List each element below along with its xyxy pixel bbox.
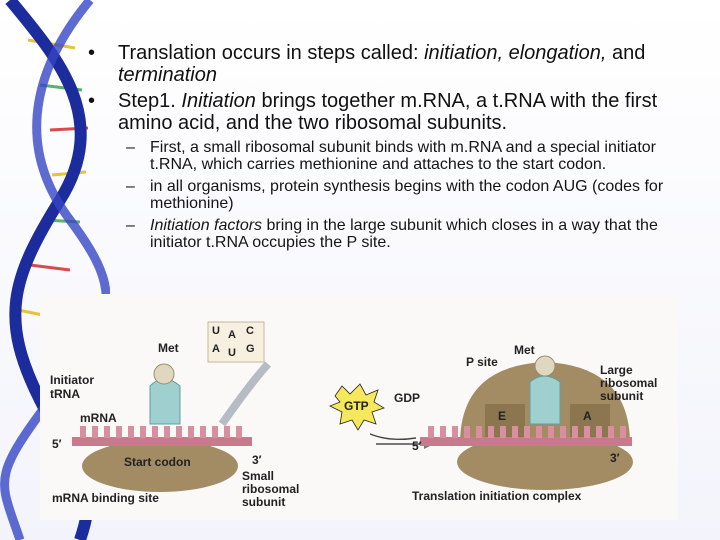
bullet-mark: • <box>88 42 96 64</box>
bullet-text: and <box>606 42 646 64</box>
bullet-emphasis: termination <box>118 64 217 86</box>
mrna-bases-right <box>428 426 626 438</box>
bullet-emphasis: initiation, elongation, <box>424 42 607 64</box>
subbullet-aug-codon: – in all organisms, protein synthesis be… <box>88 178 700 212</box>
e-site-label: E <box>498 409 506 423</box>
gdp-label: GDP <box>394 391 420 405</box>
gtp-label: GTP <box>344 399 369 413</box>
subbullet-text: First, a small ribosomal subunit binds w… <box>150 139 656 173</box>
subbullet-text: in all organisms, protein synthesis begi… <box>150 178 664 212</box>
mrna-bases-left <box>80 426 242 438</box>
subbullet-emphasis: Initiation factors <box>150 217 263 234</box>
small-subunit-label-line3: subunit <box>242 495 285 509</box>
initiator-trna-right-shape <box>529 375 561 425</box>
initiator-trna-shape <box>149 378 181 425</box>
subbullet-initiation-factors: – Initiation factors bring in the large … <box>88 217 700 251</box>
a-site-label: A <box>583 409 592 423</box>
dash-mark: – <box>126 217 135 234</box>
p-site-label: P site <box>466 355 498 369</box>
mrna-binding-site-label: mRNA binding site <box>52 491 159 505</box>
bullet-translation-steps: • Translation occurs in steps called: in… <box>88 42 700 86</box>
dash-mark: – <box>126 178 135 195</box>
bullet-mark: • <box>88 90 96 112</box>
large-subunit-label-line2: ribosomal <box>600 376 657 390</box>
met-label-right: Met <box>514 343 535 357</box>
subbullet-text: bring in the large subunit which closes … <box>150 217 658 251</box>
figure-canvas: Met U A C A U G Initiator tRNA mRNA 5′ 3… <box>50 321 657 509</box>
small-subunit-label-line2: ribosomal <box>242 482 299 496</box>
codon-top-1: U <box>212 325 220 337</box>
bullet-list: • Translation occurs in steps called: in… <box>88 42 700 251</box>
codon-bottom-1: A <box>212 343 220 355</box>
bullet-text: brings together m.RNA, a t.RNA with the … <box>118 90 658 134</box>
three-prime-left: 3′ <box>252 453 262 467</box>
start-codon-label: Start codon <box>124 455 191 469</box>
codon-zoom-box <box>207 321 265 363</box>
met-amino-acid-right <box>534 355 556 377</box>
initiator-trna-label-line1: Initiator <box>50 373 94 387</box>
bullet-emphasis: Initiation <box>181 90 256 112</box>
translation-initiation-figure: Met U A C A U G Initiator tRNA mRNA 5′ 3… <box>40 294 678 520</box>
codon-bottom-3: G <box>246 343 255 355</box>
bullet-step1-initiation: • Step1. Initiation brings together m.RN… <box>88 90 700 134</box>
small-subunit-label-line1: Small <box>242 469 274 483</box>
subbullet-small-subunit: – First, a small ribosomal subunit binds… <box>88 139 700 173</box>
zoom-arrow <box>218 361 271 427</box>
mrna-label: mRNA <box>80 411 117 425</box>
met-label-left: Met <box>158 341 179 355</box>
bullet-text: Translation occurs in steps called: <box>118 42 425 64</box>
gtp-burst <box>329 383 385 431</box>
translation-initiation-complex-label: Translation initiation complex <box>412 489 582 503</box>
dash-mark: – <box>126 139 135 156</box>
initiator-trna-label-line2: tRNA <box>50 387 80 401</box>
mrna-strand-left <box>72 437 252 446</box>
small-subunit-right-shape <box>457 434 633 490</box>
gtp-to-gdp-arrow <box>369 433 417 441</box>
three-prime-right: 3′ <box>610 451 620 465</box>
codon-top-2: A <box>228 329 236 341</box>
mrna-strand-right <box>420 437 632 446</box>
large-subunit-label-line1: Large <box>600 363 633 377</box>
five-prime-right: 5′ <box>412 439 422 453</box>
large-subunit-label-line3: subunit <box>600 389 643 403</box>
codon-bottom-2: U <box>228 347 236 359</box>
five-prime-left: 5′ <box>52 437 62 451</box>
small-subunit-shape <box>82 440 238 492</box>
bullet-text: Step1. <box>118 90 182 112</box>
codon-top-3: C <box>246 325 254 337</box>
met-amino-acid-left <box>153 363 175 385</box>
